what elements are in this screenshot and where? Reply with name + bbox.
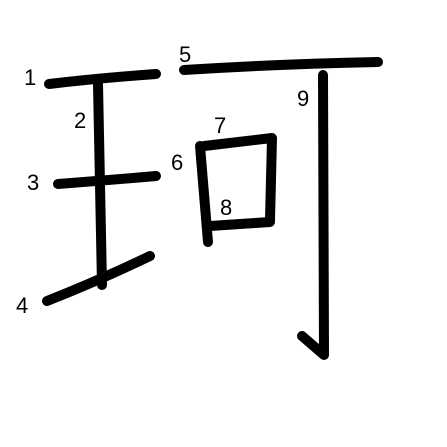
stroke-9 (297, 70, 329, 360)
stroke-number-6: 6 (171, 150, 183, 175)
stroke-5 (179, 57, 383, 75)
stroke-number-5: 5 (179, 42, 191, 67)
stroke-number-7: 7 (214, 113, 226, 138)
stroke-1 (44, 69, 161, 89)
stroke-order-numbers: 1 2 3 4 5 6 7 8 9 (16, 42, 309, 318)
stroke-number-3: 3 (27, 170, 39, 195)
stroke-8 (205, 217, 275, 231)
stroke-4 (42, 251, 155, 306)
stroke-number-9: 9 (297, 86, 309, 111)
stroke-number-4: 4 (16, 293, 28, 318)
character-strokes (42, 57, 383, 360)
stroke-7 (199, 133, 277, 225)
stroke-number-2: 2 (74, 108, 86, 133)
stroke-3 (53, 171, 161, 189)
stroke-number-1: 1 (24, 65, 36, 90)
stroke-number-8: 8 (220, 195, 232, 220)
